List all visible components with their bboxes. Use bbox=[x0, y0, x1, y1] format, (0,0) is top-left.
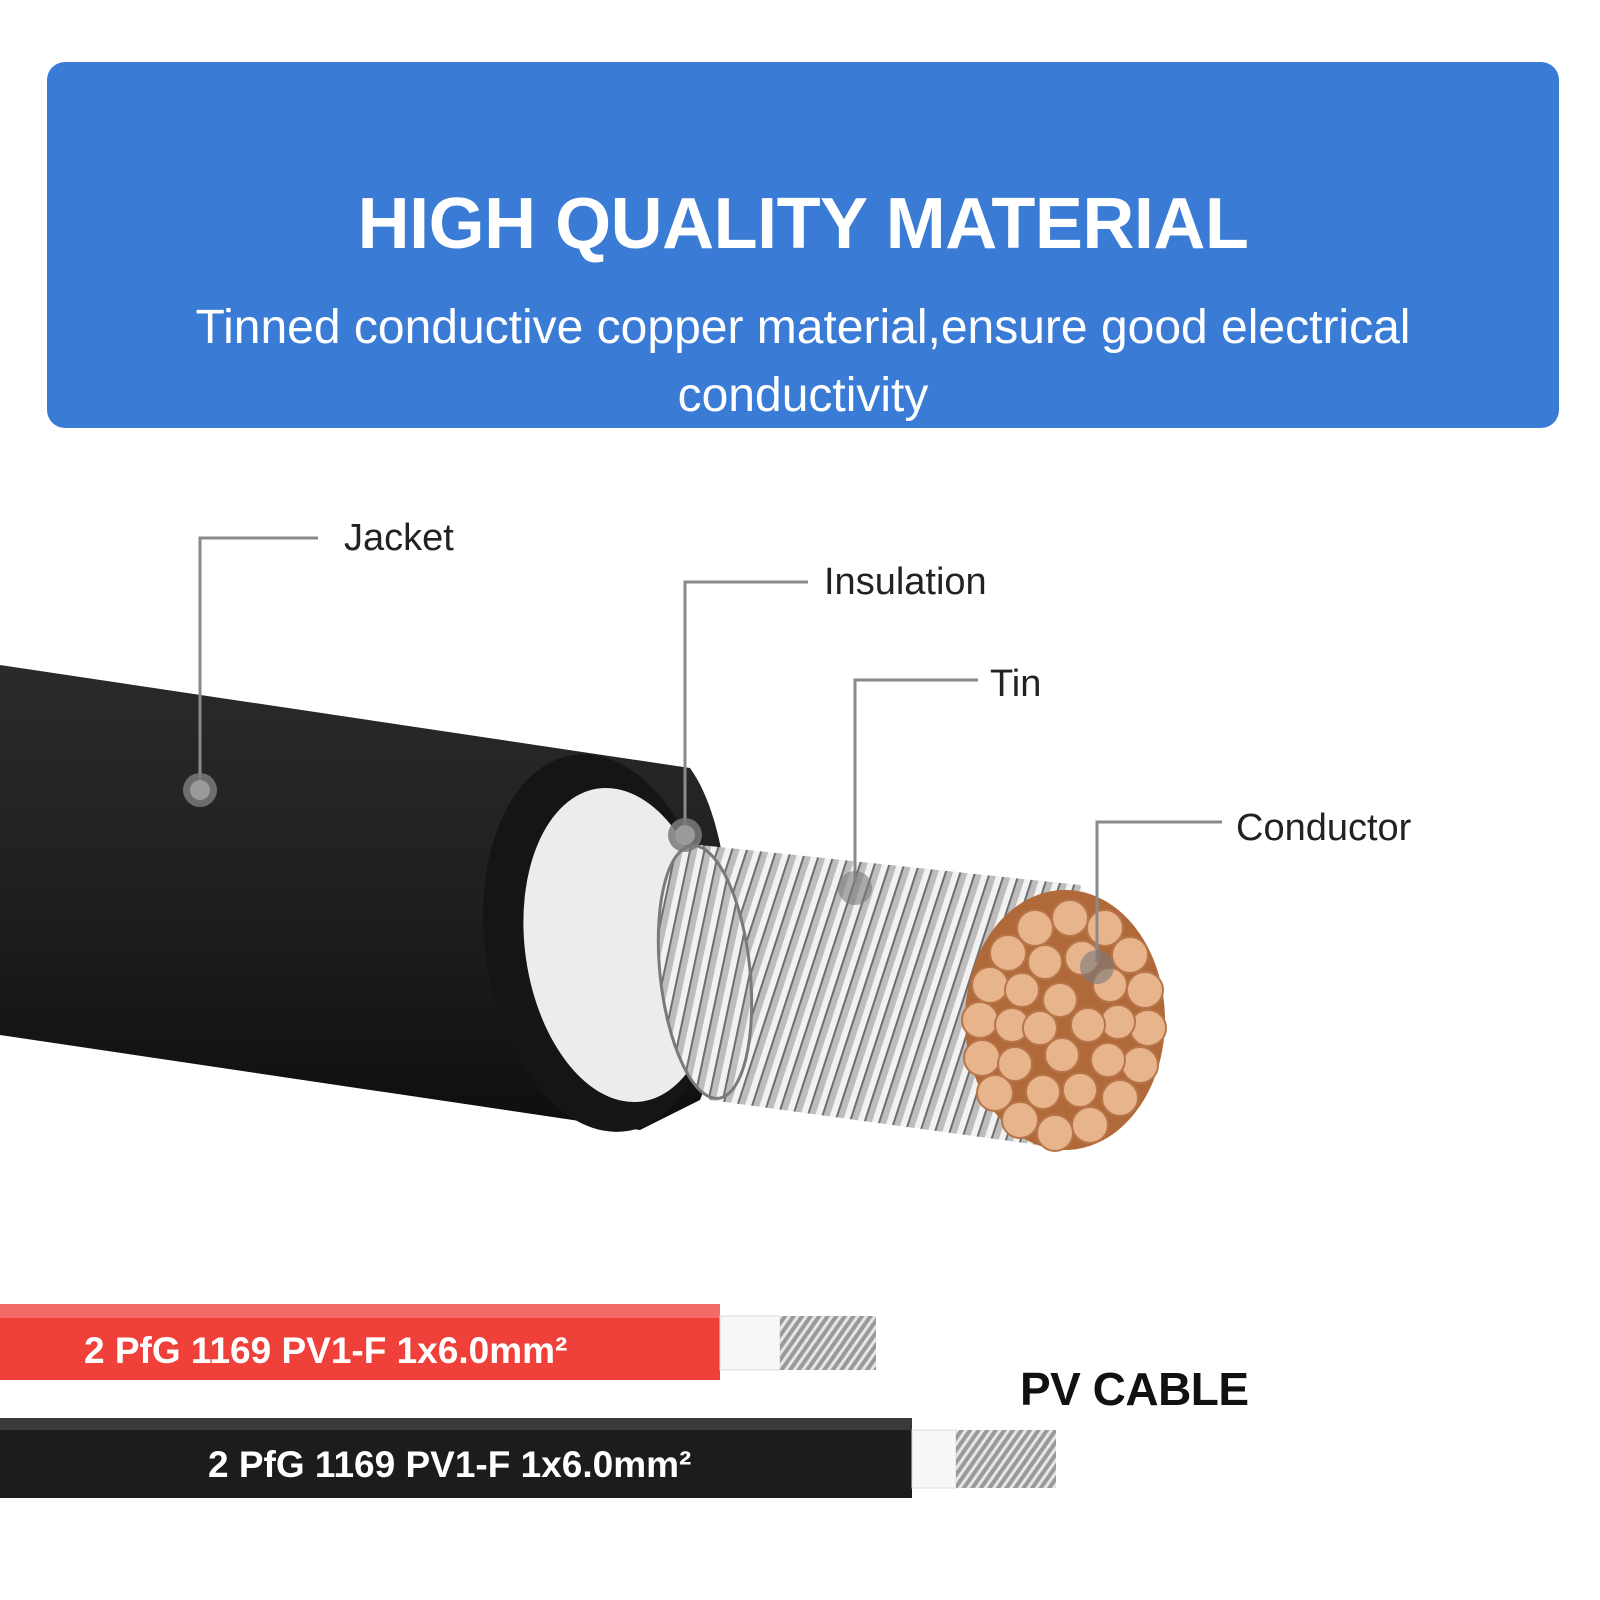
red-wire-marking: 2 PfG 1169 PV1-F 1x6.0mm² bbox=[84, 1330, 568, 1371]
red-wire-insulation bbox=[719, 1315, 781, 1371]
conductor-label: Conductor bbox=[1236, 807, 1412, 849]
jacket-label: Jacket bbox=[344, 517, 454, 559]
header-banner: HIGH QUALITY MATERIAL Tinned conductive … bbox=[47, 62, 1559, 428]
insulation-label: Insulation bbox=[824, 561, 987, 603]
cable-cross-section-illustration bbox=[0, 536, 1222, 1498]
red-wire-strands bbox=[780, 1316, 876, 1370]
copper-strands bbox=[961, 899, 1167, 1152]
page-title: HIGH QUALITY MATERIAL bbox=[357, 184, 1249, 264]
pv-cable-label: PV CABLE bbox=[1020, 1363, 1249, 1415]
black-wire-insulation bbox=[911, 1429, 957, 1489]
callout-dots bbox=[183, 773, 1114, 984]
tin-label: Tin bbox=[990, 663, 1042, 705]
black-wire-jacket bbox=[0, 1418, 912, 1498]
black-wire-marking: 2 PfG 1169 PV1-F 1x6.0mm² bbox=[208, 1444, 692, 1485]
page-subtitle: Tinned conductive copper material,ensure… bbox=[195, 301, 1411, 422]
black-wire-strands bbox=[956, 1430, 1056, 1488]
